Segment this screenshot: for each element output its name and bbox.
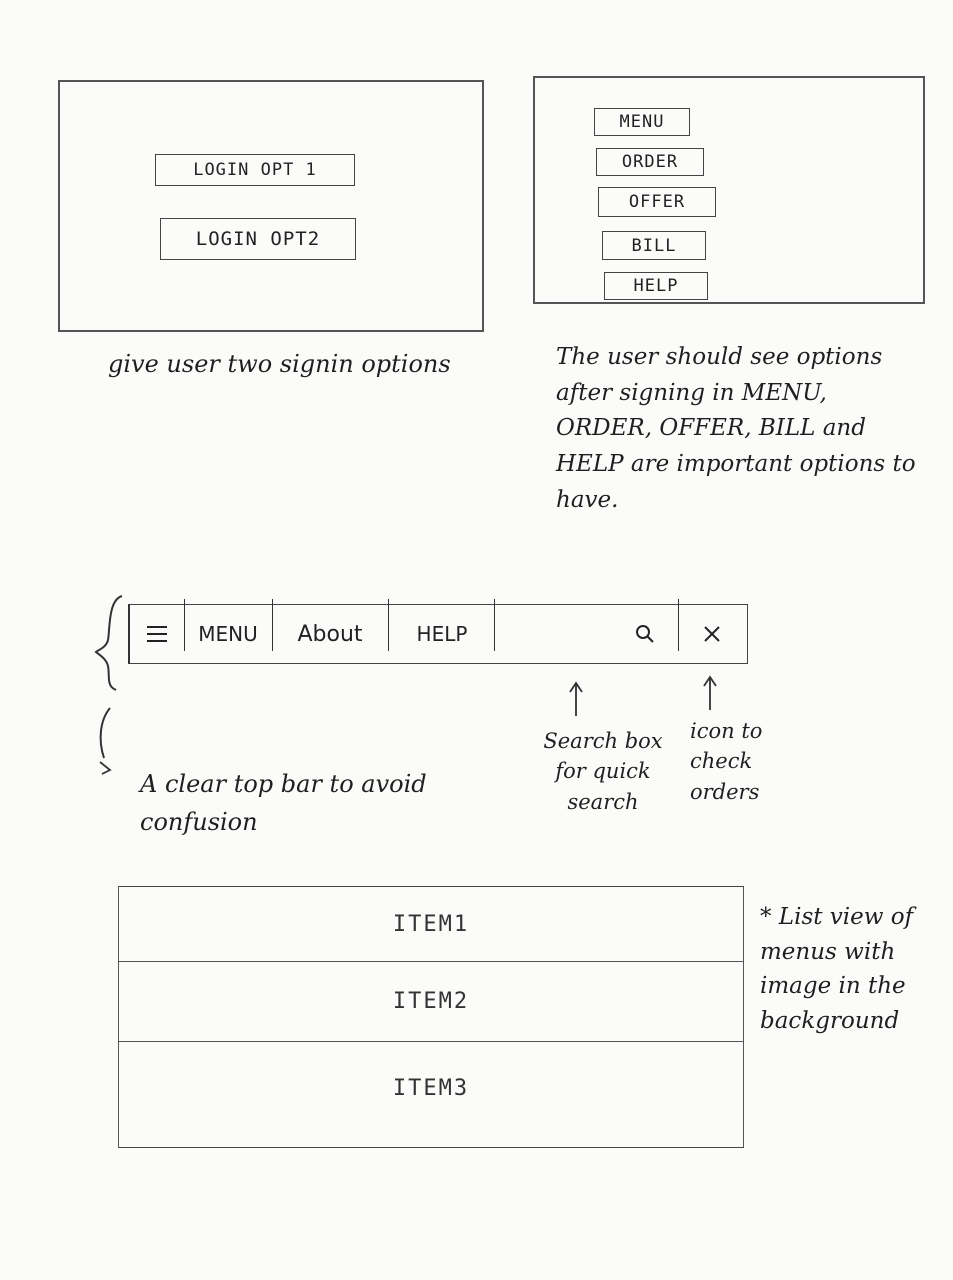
list-view-note: * List view of menus with image in the b… [760,904,914,1034]
left-brace [94,595,123,775]
nav-item-about[interactable]: About [297,621,363,647]
offer-option-button[interactable]: OFFER [598,187,716,217]
orders-arrow [703,675,717,710]
list-item[interactable]: ITEM1 [392,911,470,937]
order-option-button[interactable]: ORDER [596,148,704,176]
search-note: Search box for quick search [543,729,663,814]
hamburger-icon [147,626,167,642]
close-icon [704,626,720,642]
options-note: The user should see options after signin… [556,344,916,513]
nav-divider [494,599,495,651]
search-arrow [569,681,583,716]
hamburger-menu-button[interactable] [130,605,184,663]
list-item[interactable]: ITEM2 [392,988,470,1014]
menu-option-button[interactable]: MENU [594,108,690,136]
nav-divider [272,599,273,651]
row-divider [119,1041,743,1042]
search-box[interactable] [496,605,676,663]
nav-divider [184,599,185,651]
login-option-2-button[interactable]: LOGIN OPT2 [160,218,356,260]
orders-button[interactable] [680,605,744,663]
nav-divider [678,599,679,651]
nav-item-help[interactable]: HELP [416,622,468,646]
search-icon [636,625,654,643]
login-note: give user two signin options [108,350,451,378]
bill-option-button[interactable]: BILL [602,231,706,260]
login-option-1-button[interactable]: LOGIN OPT 1 [155,154,355,186]
nav-divider [388,599,389,651]
nav-bar-note: A clear top bar to avoid confusion [140,770,427,837]
options-screen-wireframe [533,76,925,304]
orders-icon-note: icon to check orders [690,719,763,804]
list-item[interactable]: ITEM3 [392,1075,470,1101]
menu-list-view: ITEM1 ITEM2 ITEM3 [118,886,744,1148]
nav-item-menu[interactable]: MENU [198,622,258,646]
row-divider [119,961,743,962]
help-option-button[interactable]: HELP [604,272,708,300]
login-screen-wireframe [58,80,484,332]
top-nav-bar: MENU About HELP [128,599,748,664]
